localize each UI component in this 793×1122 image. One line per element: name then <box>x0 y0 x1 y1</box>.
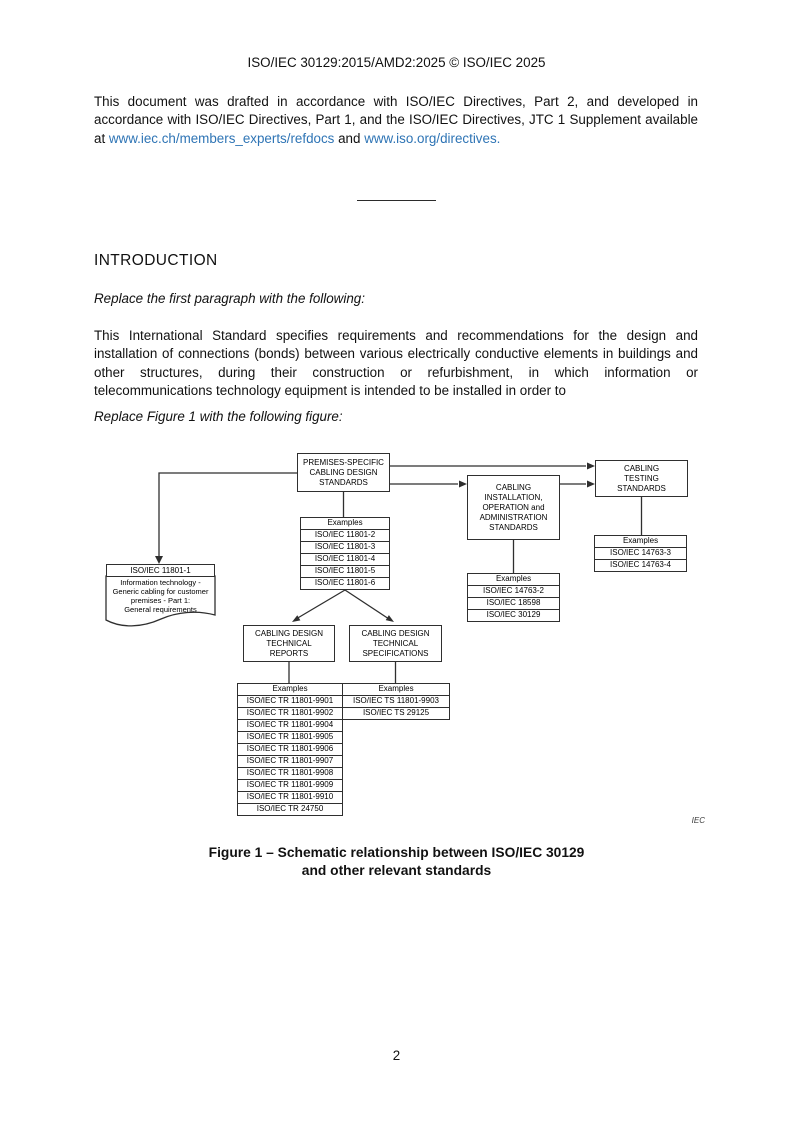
introduction-heading: INTRODUCTION <box>94 252 218 269</box>
arrowhead-right-testing-2 <box>587 480 595 488</box>
examples-stack-testing: Examples ISO/IEC 14763-3 ISO/IEC 14763-4 <box>594 535 687 572</box>
box-cabling-design-technical-specifications: CABLING DESIGN TECHNICAL SPECIFICATIONS <box>349 625 442 662</box>
example-cell: ISO/IEC TR 11801-9907 <box>237 755 343 768</box>
running-header: ISO/IEC 30129:2015/AMD2:2025 © ISO/IEC 2… <box>247 55 546 70</box>
example-cell: ISO/IEC 30129 <box>467 609 560 622</box>
figure-caption: Figure 1 – Schematic relationship betwee… <box>0 844 793 880</box>
example-cell: ISO/IEC TR 11801-9909 <box>237 779 343 792</box>
example-cell: ISO/IEC TR 11801-9901 <box>237 695 343 708</box>
example-cell: ISO/IEC TR 11801-9908 <box>237 767 343 780</box>
doc-shape-11801-1-title: ISO/IEC 11801-1 <box>106 564 215 577</box>
doc-shape-body <box>105 575 216 627</box>
iec-credit-label: IEC <box>691 816 705 825</box>
section-separator <box>357 200 436 201</box>
figure-caption-line-2: and other relevant standards <box>301 863 492 878</box>
replace-instruction-2: Replace Figure 1 with the following figu… <box>94 409 343 424</box>
directives-paragraph: This document was drafted in accordance … <box>94 93 698 148</box>
figure-caption-line-1: Figure 1 – Schematic relationship betwee… <box>208 845 585 860</box>
example-cell: ISO/IEC TS 29125 <box>342 707 450 720</box>
examples-stack-premises: Examples ISO/IEC 11801-2 ISO/IEC 11801-3… <box>300 517 390 590</box>
box-premises-specific-cabling-design-standards: PREMISES-SPECIFIC CABLING DESIGN STANDAR… <box>297 453 390 492</box>
arrowhead-down-doc <box>155 556 163 564</box>
arrowhead-right-installation <box>459 480 467 488</box>
connector-premises-to-doc <box>158 472 297 556</box>
example-cell: ISO/IEC TR 11801-9910 <box>237 791 343 804</box>
example-cell: ISO/IEC TR 24750 <box>237 803 343 816</box>
examples-stack-reports: Examples ISO/IEC TR 11801-9901 ISO/IEC T… <box>237 683 343 816</box>
example-cell: ISO/IEC TR 11801-9902 <box>237 707 343 720</box>
box-cabling-design-technical-reports: CABLING DESIGN TECHNICAL REPORTS <box>243 625 335 662</box>
example-cell: ISO/IEC 11801-6 <box>300 577 390 590</box>
figure-connectors <box>105 462 643 683</box>
example-cell: ISO/IEC 14763-4 <box>594 559 687 572</box>
example-cell: ISO/IEC TR 11801-9906 <box>237 743 343 756</box>
example-cell: ISO/IEC TR 11801-9905 <box>237 731 343 744</box>
link-iec-refdocs[interactable]: www.iec.ch/members_experts/refdocs <box>108 130 335 146</box>
figure-1-diagram: PREMISES-SPECIFIC CABLING DESIGN STANDAR… <box>95 430 705 842</box>
example-cell: ISO/IEC TS 11801-9903 <box>342 695 450 708</box>
arrowhead-diag-right <box>385 615 394 622</box>
connector-diagonal-left <box>295 589 346 620</box>
page-number: 2 <box>392 1048 401 1063</box>
intro-paragraph: This International Standard specifies re… <box>94 328 698 399</box>
replace-instruction-1: Replace the first paragraph with the fol… <box>94 291 365 306</box>
connector-diagonal-right <box>344 589 390 620</box>
examples-stack-specs: Examples ISO/IEC TS 11801-9903 ISO/IEC T… <box>342 683 450 720</box>
box-cabling-testing-standards: CABLING TESTING STANDARDS <box>595 460 688 497</box>
directives-paragraph-text-2: and <box>334 130 365 146</box>
doc-shape-11801-1-body: Information technology - Generic cabling… <box>112 578 209 614</box>
box-cabling-installation-operation-administration-standards: CABLING INSTALLATION, OPERATION and ADMI… <box>467 475 560 540</box>
examples-stack-installation: Examples ISO/IEC 14763-2 ISO/IEC 18598 I… <box>467 573 560 622</box>
link-iso-directives[interactable]: www.iso.org/directives. <box>364 130 501 146</box>
example-cell: ISO/IEC TR 11801-9904 <box>237 719 343 732</box>
arrowhead-diag-left <box>292 615 301 622</box>
arrowhead-right-testing-1 <box>587 462 595 470</box>
directives-paragraph-text-1: This document was drafted in accordance … <box>94 94 698 146</box>
